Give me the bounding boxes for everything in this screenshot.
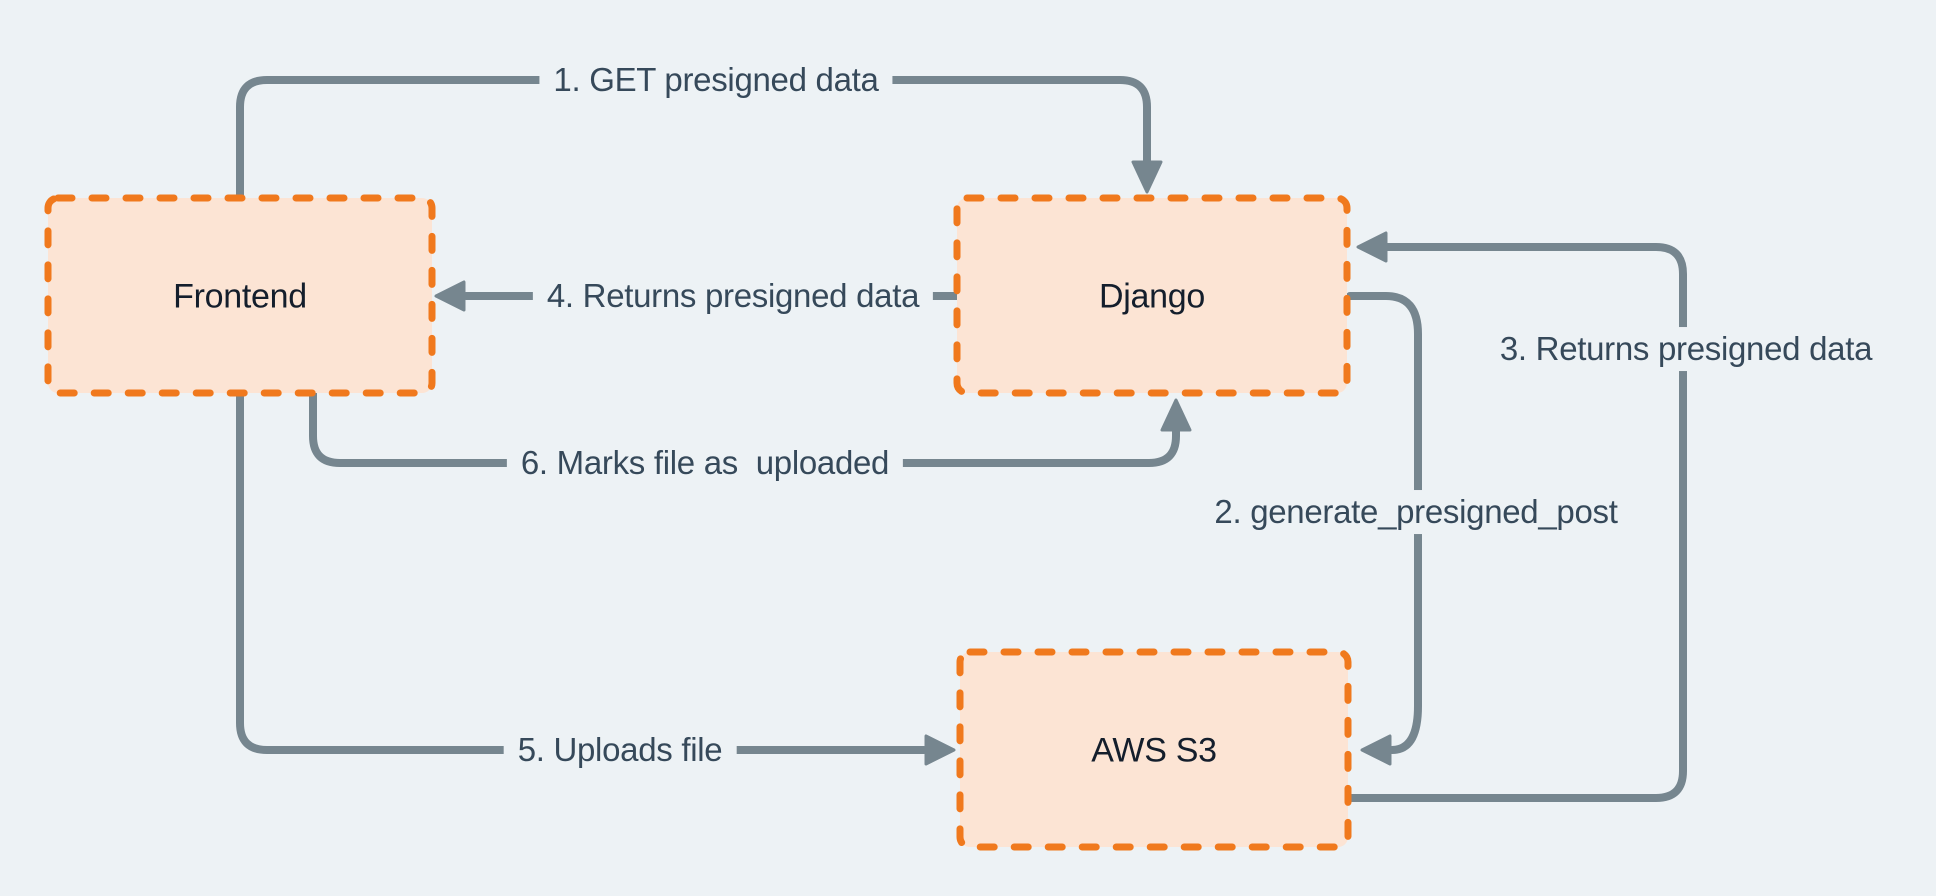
edge-label-5: 5. Uploads file bbox=[503, 728, 737, 772]
node-label-django: Django bbox=[1099, 277, 1205, 316]
edge-5-uploads-file bbox=[236, 389, 956, 766]
node-aws-s3-box bbox=[956, 648, 1352, 851]
edge-3-returns-presigned-data bbox=[1340, 231, 1687, 802]
arrowhead-down-icon bbox=[1131, 160, 1163, 194]
edge-2-generate-presigned-post bbox=[1346, 292, 1422, 766]
edge-label-4: 4. Returns presigned data bbox=[532, 274, 934, 318]
arrowhead-right-icon bbox=[924, 734, 956, 766]
node-label-frontend: Frontend bbox=[173, 277, 307, 316]
edge-label-6: 6. Marks file as uploaded bbox=[506, 441, 904, 485]
arrowhead-left-icon bbox=[1360, 734, 1392, 766]
arrowhead-left-icon bbox=[1356, 231, 1388, 263]
node-django-box bbox=[953, 194, 1351, 397]
edge-label-3: 3. Returns presigned data bbox=[1485, 327, 1887, 371]
edge-label-1: 1. GET presigned data bbox=[539, 58, 893, 102]
arrowhead-up-icon bbox=[1160, 398, 1192, 432]
node-frontend-box bbox=[44, 194, 436, 397]
arrowhead-left-icon bbox=[434, 280, 466, 312]
node-label-aws-s3: AWS S3 bbox=[1091, 731, 1217, 770]
edge-label-2: 2. generate_presigned_post bbox=[1200, 490, 1632, 534]
